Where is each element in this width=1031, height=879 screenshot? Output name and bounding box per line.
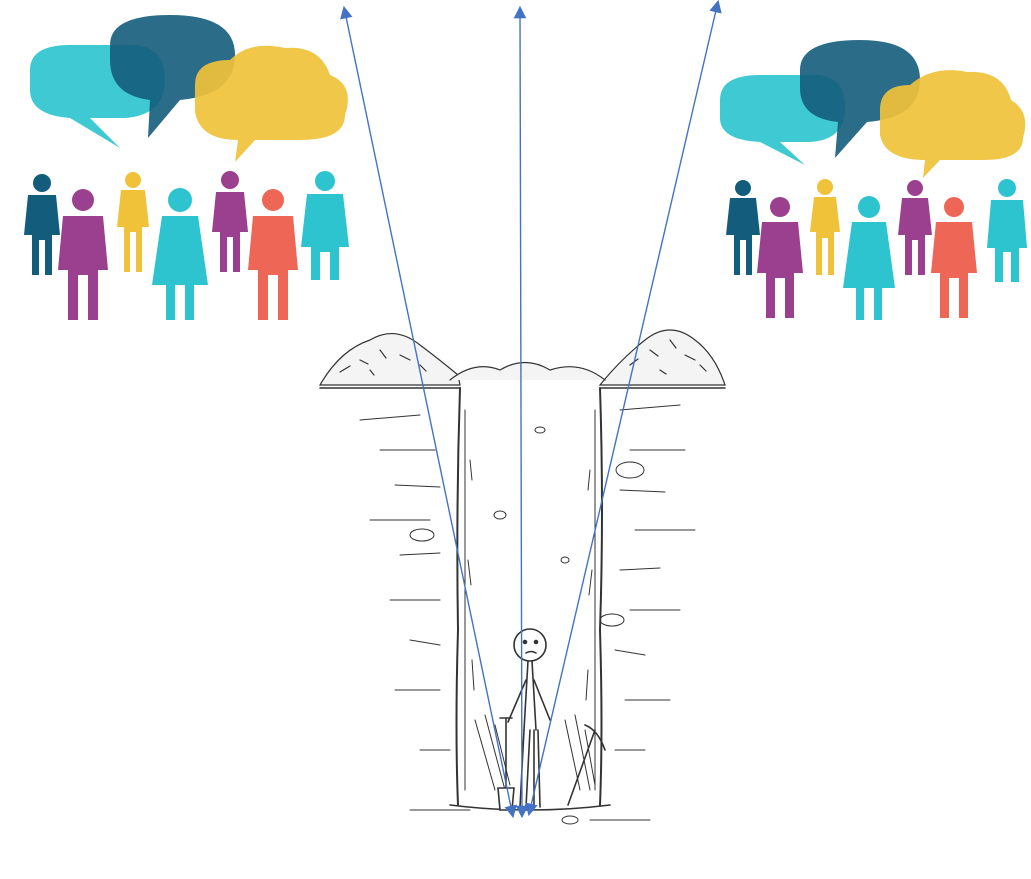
arrow-to-right-crowd [530,6,717,810]
arrow-to-left-crowd [345,12,512,812]
arrow-to-center [520,12,522,812]
